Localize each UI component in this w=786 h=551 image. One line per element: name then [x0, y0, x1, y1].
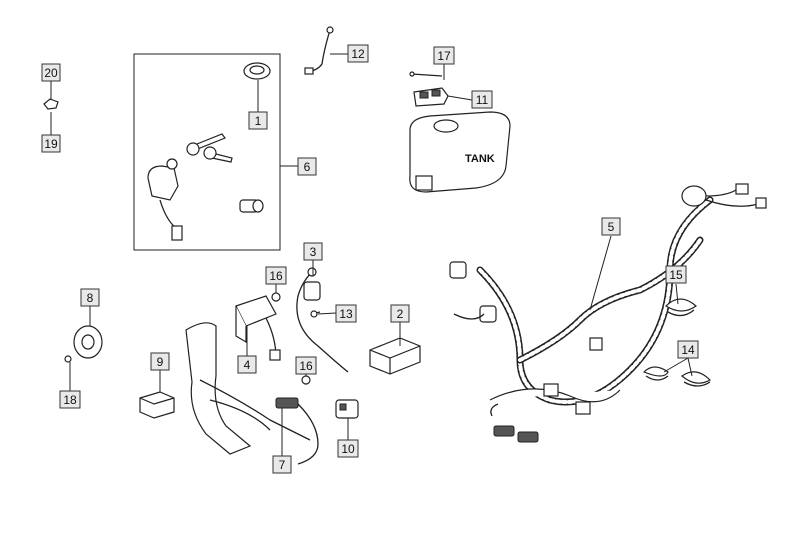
part-8-horn	[73, 325, 103, 359]
svg-text:16: 16	[299, 359, 313, 373]
callout-12: 12	[347, 44, 369, 63]
part-17-bolt	[409, 71, 443, 77]
tank-label: TANK	[465, 153, 495, 165]
part-7-fuse-holder	[275, 397, 319, 465]
svg-text:12: 12	[351, 47, 365, 61]
part-15-strap	[665, 298, 697, 317]
callout-15: 15	[665, 265, 687, 284]
callout-9: 9	[150, 352, 170, 371]
callout-20: 20	[41, 63, 61, 82]
ignition-set-frame	[133, 53, 281, 251]
svg-text:7: 7	[279, 458, 286, 472]
part-ignition-switch	[147, 158, 183, 241]
part-16-nut-top	[271, 292, 281, 302]
svg-text:9: 9	[157, 355, 164, 369]
part-lock-barrel	[239, 199, 264, 213]
callout-13: 13	[335, 304, 357, 323]
callout-10: 10	[337, 439, 359, 458]
leader-lines	[50, 53, 693, 456]
svg-text:3: 3	[310, 245, 317, 259]
svg-text:16: 16	[269, 269, 283, 283]
callout-6: 6	[297, 157, 317, 176]
callout-3: 3	[303, 242, 323, 261]
part-12-lead	[304, 26, 334, 75]
part-3-battery-cable	[296, 267, 349, 373]
callout-16-top: 16	[265, 266, 287, 285]
part-1-ring-nut	[243, 62, 271, 80]
callout-8: 8	[80, 288, 100, 307]
part-9-relay	[139, 391, 175, 419]
callout-19: 19	[41, 134, 61, 153]
svg-text:1: 1	[255, 114, 262, 128]
part-keys	[186, 133, 233, 163]
svg-text:14: 14	[681, 343, 695, 357]
svg-text:8: 8	[87, 291, 94, 305]
svg-text:10: 10	[341, 442, 355, 456]
callout-5: 5	[601, 217, 621, 236]
part-14-straps	[642, 366, 711, 387]
part-4-regulator	[235, 295, 281, 361]
svg-text:4: 4	[244, 358, 251, 372]
fuel-tank: TANK	[409, 111, 511, 193]
svg-text:18: 18	[63, 393, 77, 407]
part-2-cdi-box	[369, 337, 421, 375]
frame-bracket	[185, 322, 311, 455]
part-5-main-harness	[449, 183, 767, 443]
svg-text:11: 11	[476, 93, 489, 107]
callout-4: 4	[237, 355, 257, 374]
svg-text:20: 20	[44, 66, 58, 80]
callout-7: 7	[272, 455, 292, 474]
part-13-bolt	[310, 310, 321, 318]
callout-17: 17	[433, 46, 455, 65]
callout-1: 1	[248, 111, 268, 130]
part-10-starter-relay	[335, 399, 359, 419]
svg-text:13: 13	[339, 307, 353, 321]
part-16-nut-bottom	[301, 375, 311, 385]
svg-text:6: 6	[304, 160, 311, 174]
callout-14: 14	[677, 340, 699, 359]
svg-text:2: 2	[397, 307, 404, 321]
callout-16-bottom: 16	[295, 356, 317, 375]
svg-text:19: 19	[44, 137, 58, 151]
callout-2: 2	[390, 304, 410, 323]
part-20-clip	[43, 98, 59, 110]
callout-18: 18	[59, 390, 81, 409]
callout-11: 11	[471, 90, 493, 109]
svg-text:15: 15	[669, 268, 683, 282]
svg-text:5: 5	[608, 220, 615, 234]
svg-text:17: 17	[437, 49, 451, 63]
part-18-screw	[64, 355, 72, 363]
part-11-sender	[413, 87, 449, 107]
